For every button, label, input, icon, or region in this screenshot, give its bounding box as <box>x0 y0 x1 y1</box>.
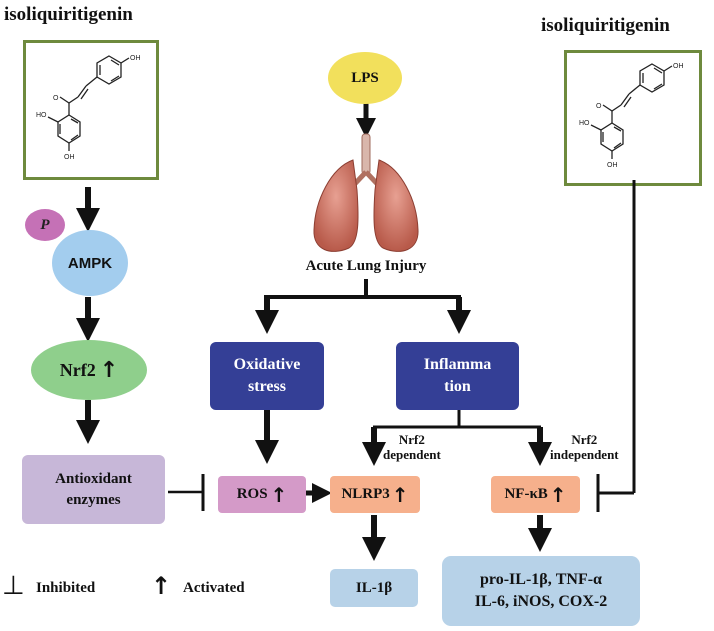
antioxidant-enzymes-node: Antioxidant enzymes <box>22 455 165 524</box>
legend-inhibited-label: Inhibited <box>36 580 96 596</box>
svg-text:OH: OH <box>607 162 618 169</box>
svg-text:O: O <box>53 95 59 102</box>
nlrp3-up-arrow-icon: ↑ <box>391 482 409 507</box>
acute-lung-injury-label: Acute Lung Injury <box>305 258 427 274</box>
svg-text:HO: HO <box>36 112 47 119</box>
lungs-icon <box>313 133 419 252</box>
ros-label: ROS <box>236 486 268 502</box>
nfkb-node: NF-κB ↑ <box>491 476 580 513</box>
ros-node: ROS ↑ <box>218 476 306 513</box>
right-molecule-box: OH O HO OH <box>564 50 702 186</box>
nfkb-up-arrow-icon: ↑ <box>549 482 567 507</box>
cytokines-line2: IL-6, iNOS, COX-2 <box>474 593 608 610</box>
il1b-node: IL-1β <box>330 569 418 607</box>
antioxidant-line1: Antioxidant <box>55 470 132 487</box>
nrf2-independent-label: Nrf2 independent <box>550 432 619 462</box>
isoliquiritigenin-structure-icon: OH O HO OH <box>579 63 684 169</box>
phospho-badge: P <box>25 209 65 241</box>
ros-up-arrow-icon: ↑ <box>270 482 288 507</box>
inflammation-node: Inflamma tion <box>396 342 519 410</box>
isoliquiritigenin-structure-icon: OH O HO OH <box>36 55 141 161</box>
right-compound-title: isoliquiritigenin <box>541 15 670 36</box>
lps-node: LPS <box>328 52 402 104</box>
oxidative-line2: stress <box>248 378 286 395</box>
nrf2-dependent-label: Nrf2 dependent <box>383 432 441 462</box>
nrf2-up-arrow-icon: ↑ <box>99 357 119 383</box>
left-compound-title: isoliquiritigenin <box>4 4 133 25</box>
antioxidant-line2: enzymes <box>66 491 121 508</box>
svg-text:O: O <box>596 103 602 110</box>
left-molecule-box: OH O HO OH <box>23 40 159 180</box>
nfkb-label: NF-κB <box>504 486 548 502</box>
nrf2-label: Nrf2 <box>59 359 96 380</box>
oxidative-stress-node: Oxidative stress <box>210 342 324 410</box>
oxidative-line1: Oxidative <box>233 356 301 373</box>
nlrp3-node: NLRP3 ↑ <box>330 476 420 513</box>
lung-image <box>309 130 423 262</box>
legend-activated-icon: ↑ <box>151 572 172 600</box>
svg-text:HO: HO <box>579 120 590 127</box>
svg-text:OH: OH <box>130 55 141 62</box>
nlrp3-label: NLRP3 <box>341 486 390 502</box>
inflammation-line2: tion <box>444 378 471 395</box>
svg-text:OH: OH <box>64 154 75 161</box>
ampk-node: AMPK <box>52 230 128 296</box>
nrf2-node: Nrf2 ↑ <box>31 340 147 400</box>
legend-inhibited-icon: ⊥ <box>2 571 25 601</box>
inflammation-line1: Inflamma <box>423 356 492 373</box>
cytokines-line1: pro-IL-1β, TNF-α <box>480 571 602 588</box>
svg-text:OH: OH <box>673 63 684 70</box>
legend-activated-label: Activated <box>183 580 245 596</box>
cytokines-node: pro-IL-1β, TNF-α IL-6, iNOS, COX-2 <box>442 556 640 626</box>
